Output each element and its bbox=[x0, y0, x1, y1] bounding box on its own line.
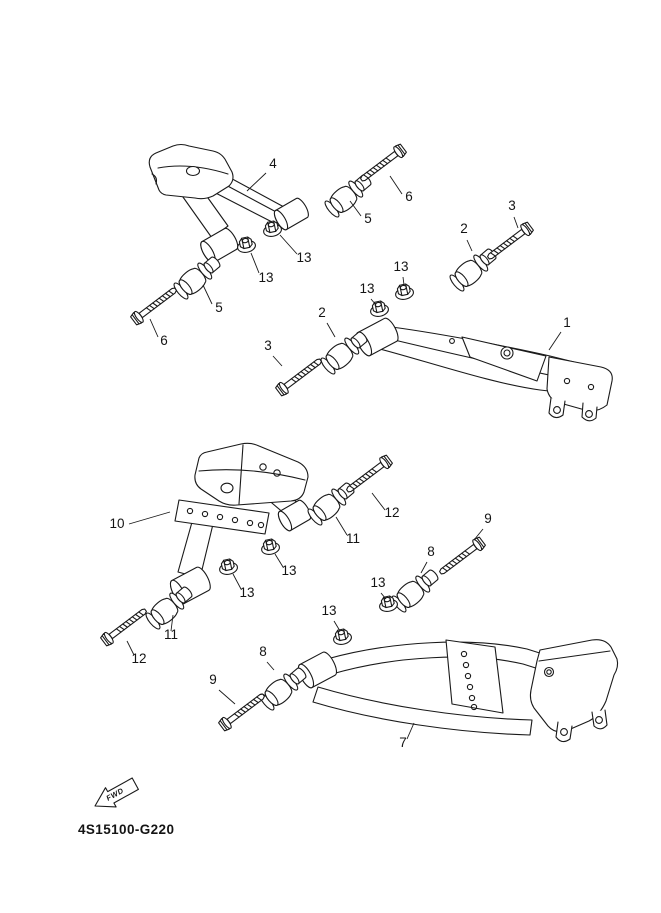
svg-text:8: 8 bbox=[259, 644, 267, 659]
bolt-3-bottom bbox=[274, 354, 326, 398]
callout-11-right: 11 bbox=[335, 516, 360, 546]
part-7-lower-arm bbox=[297, 639, 619, 743]
bushing-8-left bbox=[256, 662, 312, 714]
svg-text:6: 6 bbox=[405, 189, 413, 204]
part-1-lower-arm bbox=[355, 317, 613, 422]
callout-7: 7 bbox=[399, 722, 415, 750]
svg-text:13: 13 bbox=[239, 585, 254, 600]
bolt-3-top bbox=[483, 220, 535, 264]
svg-text:13: 13 bbox=[281, 563, 296, 578]
callout-9-top: 9 bbox=[473, 511, 492, 541]
callout-5-left: 5 bbox=[202, 284, 223, 315]
callout-8-left: 8 bbox=[259, 644, 275, 671]
nut-13-e bbox=[259, 537, 282, 557]
callout-4: 4 bbox=[246, 156, 277, 192]
part-4-upper-arm bbox=[148, 143, 309, 264]
callout-3-top: 3 bbox=[508, 198, 519, 229]
callout-13-h: 13 bbox=[321, 603, 341, 632]
callout-13-g: 13 bbox=[370, 575, 387, 600]
callout-12-left: 12 bbox=[126, 640, 147, 666]
svg-text:12: 12 bbox=[131, 651, 146, 666]
callout-1: 1 bbox=[548, 315, 571, 351]
bolt-9-left bbox=[217, 689, 269, 733]
svg-text:2: 2 bbox=[318, 305, 326, 320]
callout-6-right: 6 bbox=[389, 175, 413, 204]
svg-text:8: 8 bbox=[427, 544, 435, 559]
svg-text:6: 6 bbox=[160, 333, 168, 348]
callout-11-left: 11 bbox=[164, 614, 178, 642]
fwd-arrow: FWD bbox=[94, 777, 139, 808]
svg-text:11: 11 bbox=[164, 627, 178, 642]
bushing-5-left bbox=[170, 251, 226, 303]
callout-10: 10 bbox=[109, 511, 171, 531]
bolt-12-left bbox=[99, 604, 151, 648]
svg-text:7: 7 bbox=[399, 735, 407, 750]
svg-text:13: 13 bbox=[370, 575, 385, 590]
svg-text:13: 13 bbox=[393, 259, 408, 274]
svg-text:3: 3 bbox=[508, 198, 516, 213]
callouts: 4 6 5 13 13 5 6 3 2 13 13 1 2 3 10 12 11… bbox=[109, 156, 570, 750]
nut-13-c bbox=[393, 282, 416, 302]
callout-13-e: 13 bbox=[274, 553, 297, 578]
callout-5-right: 5 bbox=[349, 200, 372, 226]
svg-text:5: 5 bbox=[215, 300, 223, 315]
svg-text:11: 11 bbox=[346, 531, 360, 546]
bolt-6-left bbox=[129, 283, 181, 327]
svg-text:9: 9 bbox=[484, 511, 492, 526]
callout-13-c: 13 bbox=[393, 259, 409, 286]
svg-text:13: 13 bbox=[296, 250, 311, 265]
svg-text:13: 13 bbox=[321, 603, 336, 618]
nut-13-f bbox=[217, 557, 240, 577]
nut-13-b bbox=[235, 235, 258, 255]
diagram-code: 4S15100-G220 bbox=[78, 822, 174, 837]
svg-text:12: 12 bbox=[384, 505, 399, 520]
part-10-upper-arm bbox=[169, 442, 312, 605]
nut-13-d bbox=[368, 299, 391, 319]
bushing-8-top bbox=[388, 564, 444, 616]
bolt-9-top bbox=[435, 535, 487, 579]
nut-13-h bbox=[331, 627, 354, 647]
callout-13-a: 13 bbox=[279, 234, 312, 265]
callout-3-bottom: 3 bbox=[264, 338, 283, 367]
callout-2-bottom: 2 bbox=[318, 305, 336, 338]
callout-6-left: 6 bbox=[149, 318, 168, 348]
callout-2-top: 2 bbox=[460, 221, 473, 252]
callout-13-f: 13 bbox=[232, 573, 255, 600]
svg-text:5: 5 bbox=[364, 211, 372, 226]
svg-text:2: 2 bbox=[460, 221, 468, 236]
svg-text:13: 13 bbox=[258, 270, 273, 285]
callout-13-b: 13 bbox=[250, 252, 274, 285]
svg-text:10: 10 bbox=[109, 516, 124, 531]
svg-text:1: 1 bbox=[563, 315, 571, 330]
callout-13-d: 13 bbox=[359, 281, 377, 306]
bolt-6-right bbox=[356, 142, 408, 186]
svg-text:13: 13 bbox=[359, 281, 374, 296]
svg-text:3: 3 bbox=[264, 338, 272, 353]
bushing-11-left bbox=[142, 581, 198, 633]
svg-text:4: 4 bbox=[269, 156, 277, 171]
callout-12-right: 12 bbox=[371, 492, 400, 520]
bolt-12-right bbox=[342, 453, 394, 497]
svg-text:9: 9 bbox=[209, 672, 217, 687]
callout-8-top: 8 bbox=[420, 544, 435, 574]
callout-9-left: 9 bbox=[209, 672, 236, 705]
